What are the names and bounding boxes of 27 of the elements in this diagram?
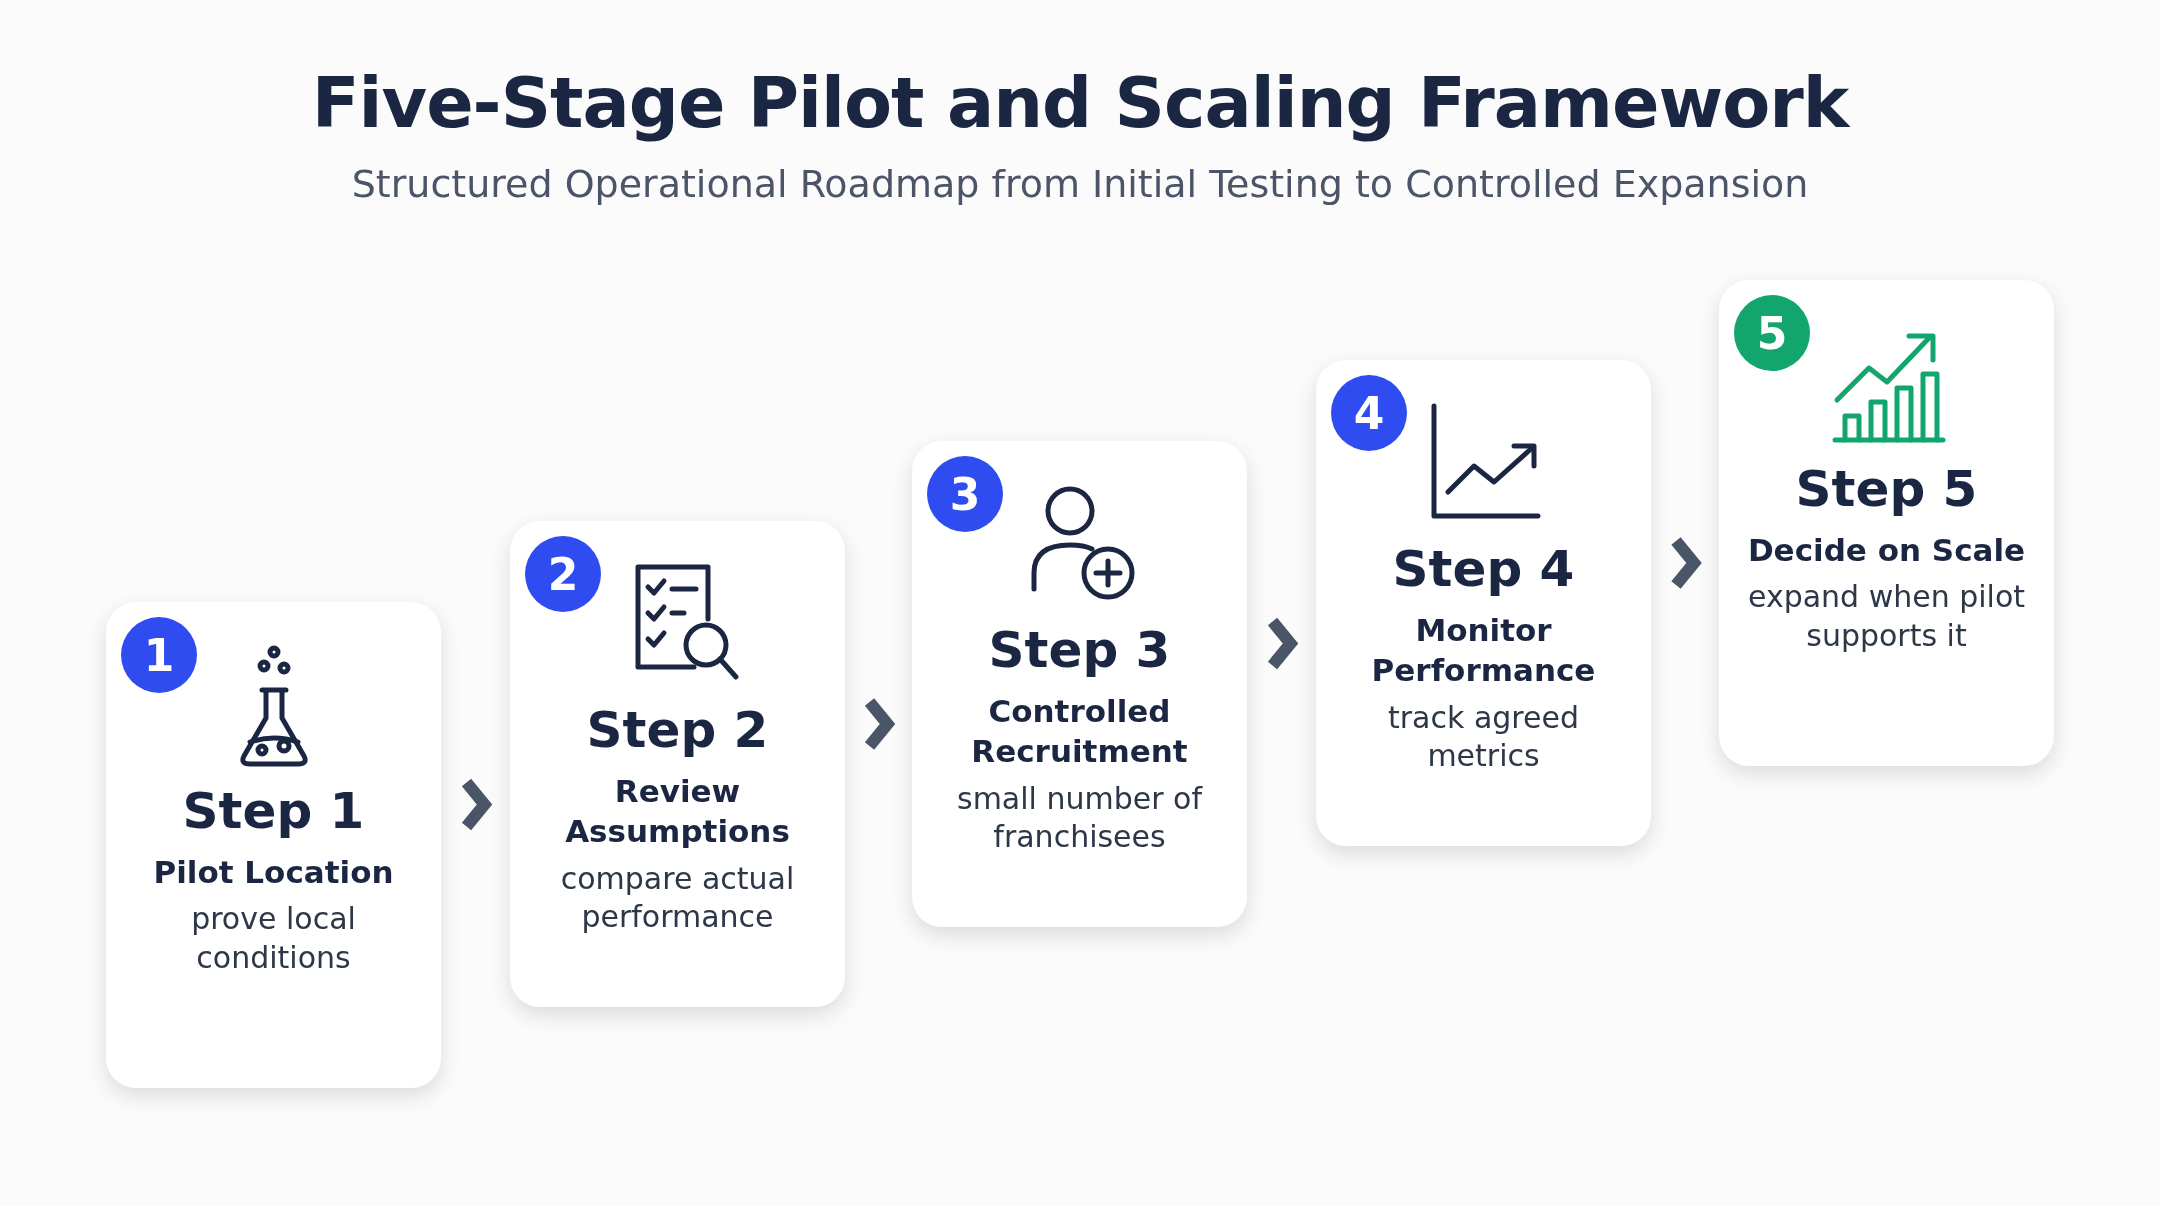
step-number-badge: 3 bbox=[927, 456, 1003, 532]
step-card bbox=[1316, 360, 1651, 846]
step-card bbox=[912, 441, 1247, 927]
step-number-badge: 5 bbox=[1734, 295, 1810, 371]
step-heading: Review Assumptions bbox=[564, 772, 791, 852]
step-title: Step 2 bbox=[586, 701, 769, 759]
step-number-badge: 1 bbox=[121, 617, 197, 693]
step-number-badge: 2 bbox=[525, 536, 601, 612]
step-description: compare actual performance bbox=[559, 859, 796, 936]
step-description: small number of franchisees bbox=[956, 779, 1204, 856]
step-card bbox=[106, 602, 441, 1088]
step-description: expand when pilot supports it bbox=[1746, 578, 2027, 655]
subtitle: Structured Operational Roadmap from Initial Testing to Controlled Expansion bbox=[350, 162, 1810, 206]
step-card bbox=[1719, 280, 2054, 766]
title: Five-Stage Pilot and Scaling Framework bbox=[310, 62, 1852, 144]
step-title: Step 4 bbox=[1392, 540, 1575, 598]
step-heading: Monitor Performance bbox=[1370, 611, 1597, 691]
step-number-badge: 4 bbox=[1331, 375, 1407, 451]
step-title: Step 3 bbox=[988, 621, 1171, 679]
step-title: Step 5 bbox=[1795, 460, 1978, 518]
step-description: prove local conditions bbox=[190, 900, 357, 977]
step-description: track agreed metrics bbox=[1387, 698, 1580, 775]
step-heading: Decide on Scale bbox=[1746, 531, 2027, 570]
step-card bbox=[510, 521, 845, 1007]
step-heading: Controlled Recruitment bbox=[970, 692, 1189, 772]
step-title: Step 1 bbox=[182, 782, 365, 840]
step-heading: Pilot Location bbox=[152, 853, 395, 892]
